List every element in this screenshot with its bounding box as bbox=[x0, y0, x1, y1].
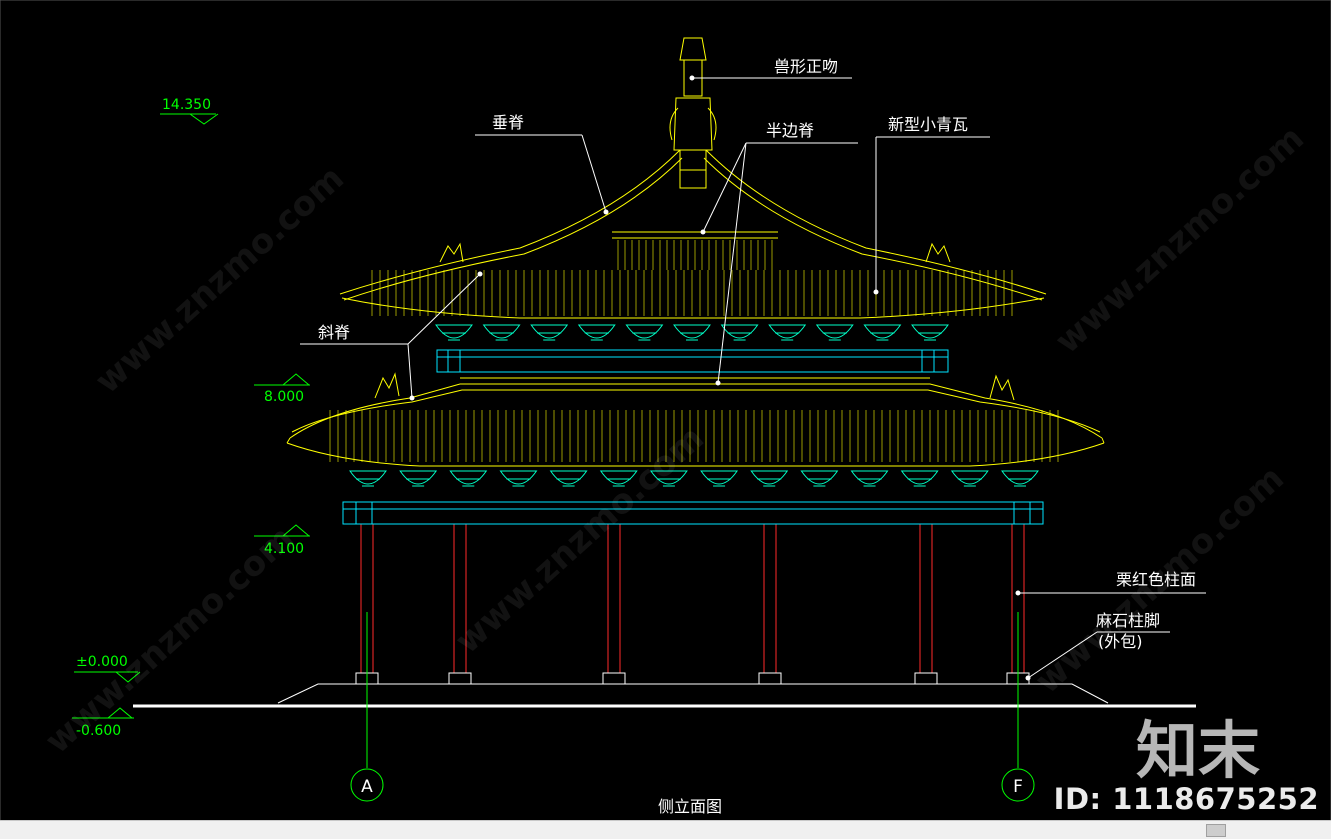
svg-text:4.100: 4.100 bbox=[264, 541, 304, 557]
bracket bbox=[950, 470, 989, 487]
leader-lines bbox=[300, 77, 1206, 679]
bracket bbox=[700, 470, 739, 487]
ridge-beast-ornament bbox=[669, 37, 717, 189]
tile-rows-upper bbox=[371, 240, 1013, 316]
column bbox=[758, 524, 782, 685]
bracket bbox=[649, 470, 688, 487]
bracket bbox=[530, 324, 569, 341]
grid-axis-left: A bbox=[350, 612, 384, 802]
lower-beam bbox=[342, 501, 1044, 525]
bracket-row-lower bbox=[349, 470, 1039, 487]
callout-column-base-note: (外包) bbox=[1098, 632, 1143, 651]
brand-logo: 知末 bbox=[1136, 714, 1261, 787]
svg-text:±0.000: ±0.000 bbox=[76, 654, 128, 670]
bracket bbox=[673, 324, 711, 341]
horizontal-scrollbar[interactable] bbox=[0, 820, 1331, 839]
callout-half-ridge: 半边脊 bbox=[766, 121, 814, 140]
svg-text:-0.600: -0.600 bbox=[76, 723, 121, 739]
bracket bbox=[815, 324, 854, 341]
svg-text:F: F bbox=[1013, 777, 1023, 797]
upper-roof bbox=[339, 149, 1047, 319]
bracket bbox=[720, 324, 759, 341]
bracket bbox=[850, 470, 889, 487]
lower-roof bbox=[286, 372, 1105, 467]
bracket bbox=[577, 324, 616, 341]
grid-axis-right: F bbox=[1001, 612, 1035, 802]
ground-line bbox=[133, 683, 1196, 708]
callout-tile: 新型小青瓦 bbox=[888, 115, 968, 134]
bracket bbox=[625, 324, 664, 341]
elevation-marker-eave: 8.000 bbox=[254, 373, 310, 405]
bracket bbox=[863, 324, 902, 341]
drawing-title: 侧立面图 bbox=[658, 797, 722, 816]
bracket bbox=[800, 470, 839, 487]
bracket bbox=[399, 470, 438, 487]
callout-vertical-ridge: 垂脊 bbox=[492, 113, 524, 132]
bracket bbox=[499, 470, 538, 487]
bracket-row-upper bbox=[435, 324, 949, 341]
bracket bbox=[549, 470, 588, 487]
column bbox=[914, 524, 938, 685]
bracket bbox=[599, 470, 638, 487]
bracket bbox=[482, 324, 521, 341]
bracket bbox=[900, 470, 939, 487]
scrollbar-thumb[interactable] bbox=[1206, 824, 1226, 837]
bracket bbox=[1001, 470, 1039, 487]
elevation-marker-ground: ±0.000 bbox=[74, 654, 141, 683]
callout-hip-ridge: 斜脊 bbox=[318, 323, 350, 342]
elevation-marker-top: 14.350 bbox=[160, 97, 219, 125]
bracket bbox=[349, 470, 387, 487]
svg-text:14.350: 14.350 bbox=[162, 97, 211, 113]
bracket bbox=[449, 470, 488, 487]
callout-column-base: 麻石柱脚 bbox=[1096, 611, 1160, 630]
column bbox=[448, 524, 472, 685]
leader-dots bbox=[409, 75, 1031, 681]
image-id-label: ID: 1118675252 bbox=[1053, 782, 1319, 816]
callout-column-paint: 栗红色柱面 bbox=[1116, 570, 1196, 589]
bracket bbox=[911, 324, 949, 341]
svg-text:A: A bbox=[361, 777, 373, 797]
upper-beam bbox=[436, 349, 949, 379]
column bbox=[602, 524, 626, 685]
bracket bbox=[750, 470, 789, 487]
bracket bbox=[768, 324, 807, 341]
tile-rows-lower bbox=[329, 410, 1059, 462]
bracket bbox=[435, 324, 473, 341]
elevation-marker-beam: 4.100 bbox=[254, 524, 310, 557]
svg-text:8.000: 8.000 bbox=[264, 389, 304, 405]
elevation-marker-base: -0.600 bbox=[72, 707, 134, 739]
callout-ridge-beast: 兽形正吻 bbox=[774, 57, 838, 76]
